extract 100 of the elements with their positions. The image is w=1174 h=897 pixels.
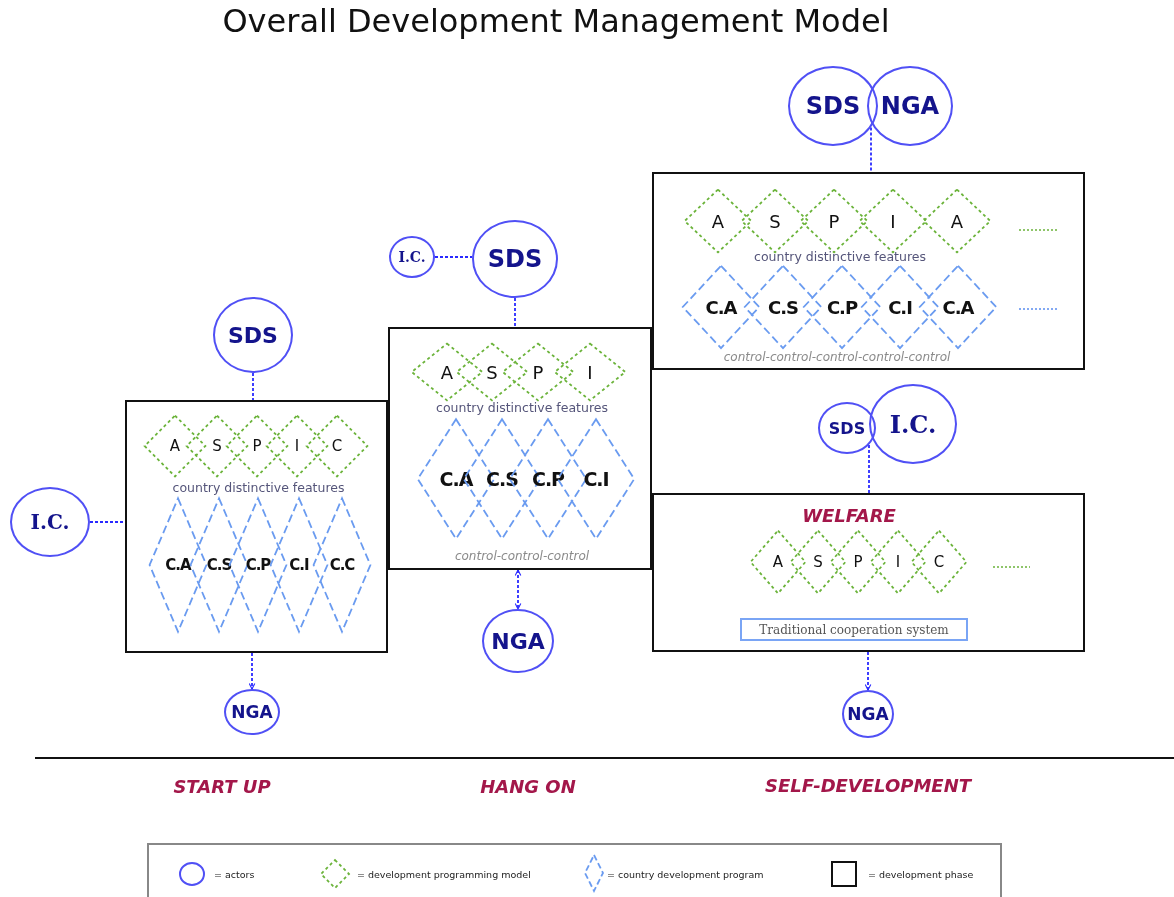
- feature-diamond: [790, 530, 846, 594]
- actor-circle: [818, 402, 876, 454]
- feature-diamond: [859, 189, 927, 253]
- box-caption: country distinctive features: [754, 250, 926, 264]
- diamond-label: A: [711, 210, 725, 232]
- connector-line: [514, 297, 516, 328]
- legend-text: = country development program: [607, 869, 764, 880]
- diamond-label: C.P: [245, 556, 271, 574]
- diamond-label: I: [890, 210, 896, 232]
- phase-label: HANG ON: [480, 776, 576, 797]
- program-diamond: [919, 265, 997, 349]
- box-caption: control-control-control-control-control: [723, 351, 951, 365]
- actor-circle: [867, 66, 953, 146]
- actor-label: I.C.: [889, 409, 937, 439]
- diamond-label: C: [933, 553, 945, 571]
- diamond-label: I: [294, 437, 300, 455]
- system-label: Traditional cooperation system: [759, 622, 949, 637]
- arrow: [514, 569, 522, 610]
- program-diamond: [313, 497, 371, 633]
- connector-line: [868, 444, 870, 494]
- feature-diamond: [456, 343, 528, 401]
- program-diamond: [682, 265, 760, 349]
- actor-label: SDS: [228, 322, 278, 348]
- diamond-label: C.S: [768, 296, 798, 318]
- phase-box: [125, 400, 388, 653]
- diamond-label: S: [813, 553, 823, 571]
- actor-label: SDS: [828, 418, 866, 438]
- diamond-label: A: [950, 210, 964, 232]
- diamond-label: P: [853, 553, 863, 571]
- actor-label: SDS: [805, 92, 861, 120]
- legend-text: = development phase: [868, 869, 974, 880]
- diamond-label: P: [532, 361, 544, 383]
- diamond-label: C.A: [705, 296, 737, 318]
- program-diamond: [744, 265, 822, 349]
- actor-circle: [472, 220, 558, 298]
- feature-diamond: [502, 343, 574, 401]
- diamond-label: A: [772, 553, 784, 571]
- actor-label: NGA: [491, 628, 545, 654]
- actor-label: SDS: [487, 245, 543, 273]
- feature-diamond: [411, 343, 483, 401]
- diamond-label: C: [331, 437, 343, 455]
- diamond-label: C.A: [165, 556, 191, 574]
- program-diamond: [270, 497, 328, 633]
- diamond-label: C.I: [888, 296, 912, 318]
- system-box: [740, 618, 968, 641]
- feature-diamond: [554, 343, 626, 401]
- actor-circle: [788, 66, 878, 146]
- actor-label: I.C.: [30, 510, 70, 534]
- diamond-label: C.A: [942, 296, 974, 318]
- diamond-label: S: [212, 437, 222, 455]
- feature-diamond: [870, 530, 926, 594]
- feature-diamond: [741, 189, 809, 253]
- connector-line: [434, 256, 473, 258]
- feature-diamond: [750, 530, 806, 594]
- phase-box: [388, 327, 652, 570]
- program-diamond: [149, 497, 207, 633]
- diamond-label: I: [587, 361, 593, 383]
- connector-line: [252, 372, 254, 401]
- actor-label: NGA: [847, 704, 889, 724]
- actor-label: NGA: [231, 702, 273, 722]
- diamond-label: A: [169, 437, 181, 455]
- diamond-label: C.P: [826, 296, 858, 318]
- diamond-label: C.C: [329, 556, 355, 574]
- program-diamond: [229, 497, 287, 633]
- diamond-label: A: [440, 361, 454, 383]
- actor-circle: [10, 487, 90, 557]
- feature-diamond: [266, 415, 328, 477]
- feature-diamond: [800, 189, 868, 253]
- diagram-title: Overall Development Management Model: [221, 2, 891, 40]
- diamond-label: C.A: [439, 468, 473, 490]
- phase-heading: WELFARE: [802, 506, 896, 526]
- actor-circle: [389, 236, 435, 278]
- diamond-label: C.I: [583, 468, 609, 490]
- legend-text: = actors: [214, 869, 255, 880]
- diamond-label: S: [486, 361, 498, 383]
- actor-circle: [869, 384, 957, 464]
- diamond-label: C.I: [289, 556, 309, 574]
- actor-label: NGA: [880, 92, 940, 120]
- box-caption: control-control-control: [454, 550, 590, 564]
- arrow: [248, 652, 256, 690]
- program-diamond: [190, 497, 248, 633]
- diamond-label: P: [252, 437, 262, 455]
- phase-label: SELF-DEVELOPMENT: [765, 775, 971, 796]
- diamond-label: C.S: [206, 556, 232, 574]
- feature-diamond: [684, 189, 752, 253]
- program-diamond: [861, 265, 939, 349]
- actor-circle: [213, 297, 293, 373]
- diamond-label: C.P: [531, 468, 565, 490]
- feature-diamond: [830, 530, 886, 594]
- feature-diamond: [144, 415, 206, 477]
- feature-diamond: [186, 415, 248, 477]
- box-caption: country distinctive features: [436, 401, 608, 415]
- connector-line: [89, 521, 126, 523]
- phase-box: [652, 172, 1085, 370]
- diamond-label: P: [828, 210, 840, 232]
- phase-box: [652, 493, 1085, 652]
- diamond-label: S: [769, 210, 781, 232]
- phase-label: START UP: [173, 776, 271, 797]
- feature-diamond: [226, 415, 288, 477]
- legend-text: = development programming model: [357, 869, 531, 880]
